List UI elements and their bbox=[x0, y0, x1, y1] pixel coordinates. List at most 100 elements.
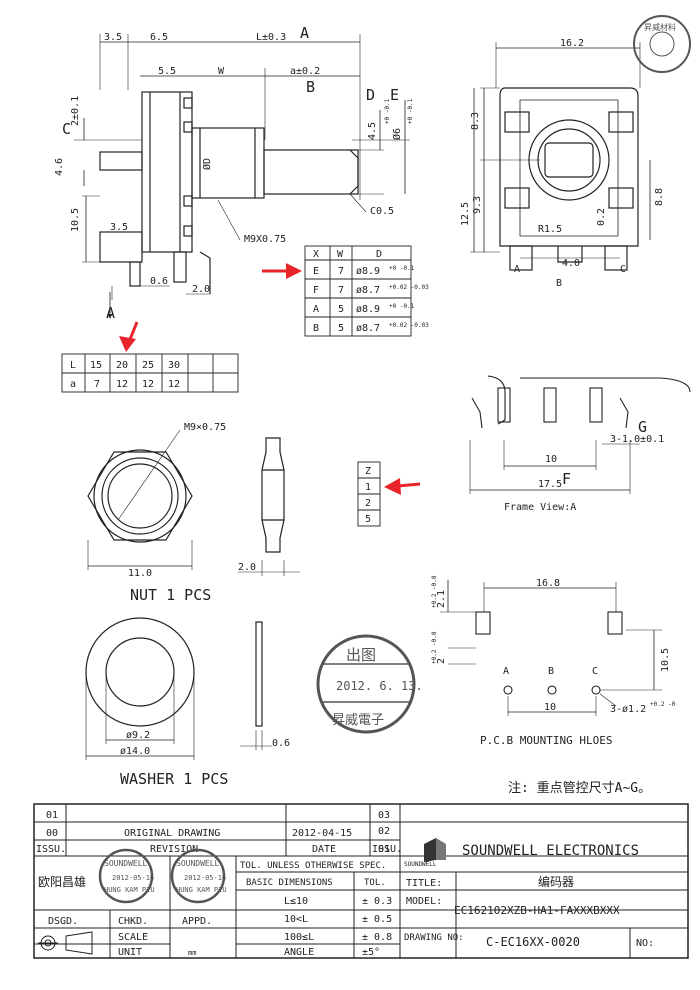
stamp-2-line: HUNG KAM PIU bbox=[176, 886, 227, 894]
red-arrow-icon bbox=[262, 263, 302, 279]
title-label: TITLE: bbox=[406, 878, 442, 889]
red-arrow-icon bbox=[119, 321, 139, 352]
label-e: E bbox=[390, 86, 399, 104]
dim-m9: M9X0.75 bbox=[244, 234, 286, 245]
date-header: DATE bbox=[312, 844, 336, 855]
dim-2: 2±0.1 bbox=[70, 96, 81, 126]
la-cell: 12 bbox=[168, 379, 180, 390]
z-cell: Z bbox=[365, 466, 371, 477]
stamp-2-line: SOUNDWELL bbox=[176, 859, 220, 868]
stamp-date: 2012. 6. 13. bbox=[336, 679, 423, 693]
stamp-bottom-text: 昇威電子 bbox=[332, 713, 384, 728]
la-table bbox=[61, 353, 239, 393]
pcb-pin-a: A bbox=[503, 666, 509, 677]
pin-b-label: B bbox=[556, 278, 562, 289]
dim-4-0: 4.0 bbox=[562, 258, 580, 269]
nut-labels: M9×0.75 11.0 2.0 NUT 1 PCS bbox=[128, 422, 256, 604]
label-d: D bbox=[366, 86, 375, 104]
tol-range: 10<L bbox=[284, 914, 308, 925]
washer-outer-dim: ø14.0 bbox=[120, 746, 150, 757]
dim-phi-6: Ø6 bbox=[391, 128, 403, 140]
dim-w: W bbox=[218, 66, 225, 77]
tol-phi-6: +0 -0.1 bbox=[407, 98, 414, 124]
chkd-label: CHKD. bbox=[118, 916, 148, 927]
stamp-2-line: 2012-05-16 bbox=[184, 874, 226, 882]
stamp-top-text: 出图 bbox=[346, 646, 376, 664]
nut-view bbox=[87, 429, 300, 576]
stamp-1-line: SOUNDWELL bbox=[104, 859, 148, 868]
la-cell: 30 bbox=[168, 360, 180, 371]
dim-6-5: 6.5 bbox=[150, 32, 168, 43]
dim-3-5-b: 3.5 bbox=[110, 222, 128, 233]
washer-inner-dim: ø9.2 bbox=[126, 730, 150, 741]
washer-title: WASHER 1 PCS bbox=[120, 770, 228, 788]
company-name: SOUNDWELL ELECTRONICS bbox=[462, 843, 639, 859]
pcb-dim-10: 10 bbox=[544, 702, 556, 713]
designer-name: 欧阳昌雄 bbox=[38, 874, 86, 889]
tol-value: ± 0.3 bbox=[362, 896, 392, 907]
xwd-cell: E bbox=[313, 266, 319, 277]
la-cell: 12 bbox=[142, 379, 154, 390]
label-f: F bbox=[562, 470, 571, 488]
red-arrow-icon bbox=[384, 478, 421, 495]
xwd-header-w: W bbox=[337, 249, 344, 260]
tol-range: ANGLE bbox=[284, 947, 314, 958]
washer-labels: ø9.2 ø14.0 0.6 WASHER 1 PCS bbox=[120, 730, 290, 788]
drawing-no-label: DRAWING NO: bbox=[404, 933, 464, 943]
dim-12-5: 12.5 bbox=[460, 202, 471, 226]
tol-pcb-2-1: +0.2 -0.0 bbox=[431, 575, 438, 608]
unit-label: UNIT bbox=[118, 947, 142, 958]
xwd-header-d: D bbox=[376, 249, 382, 260]
issu-header: ISSU. bbox=[36, 844, 66, 855]
la-cell: L bbox=[70, 360, 76, 371]
xwd-cell: F bbox=[313, 285, 319, 296]
pcb-view bbox=[440, 580, 662, 716]
dim-2-0: 2.0 bbox=[192, 284, 210, 295]
label-g: G bbox=[638, 418, 647, 436]
pcb-pin-c: C bbox=[592, 666, 598, 677]
dsgd-label: DSGD. bbox=[48, 916, 78, 927]
la-cell: 12 bbox=[116, 379, 128, 390]
encoder-dimension-labels: 3.5 6.5 L±0.3 A 5.5 W a±0.2 B D E C 2±0.… bbox=[54, 24, 403, 322]
tolerance-notes: +0 -0.1 +0 -0.1 +0.2 -0.0 +0.2 -0.0 +0.2… bbox=[384, 98, 676, 708]
encoder-side-view bbox=[74, 34, 410, 319]
dim-4-5: 4.5 bbox=[367, 122, 378, 140]
tol-value: ±5° bbox=[362, 947, 380, 958]
rev-description: ORIGINAL DRAWING bbox=[124, 828, 220, 839]
z-table-text: Z 1 2 5 bbox=[365, 466, 371, 525]
dim-l: L±0.3 bbox=[256, 32, 286, 43]
la-cell: 25 bbox=[142, 360, 154, 371]
la-cell: 20 bbox=[116, 360, 128, 371]
dim-4-6: 4.6 bbox=[54, 158, 65, 176]
frame-view bbox=[469, 375, 691, 494]
model-value: EC162102XZB-HA1-FAXXXBXXX bbox=[454, 904, 620, 917]
tol-4-5: +0 -0.1 bbox=[384, 98, 391, 124]
dim-g: 3-1.0±0.1 bbox=[610, 434, 664, 445]
tol-title: TOL. UNLESS OTHERWISE SPEC. bbox=[240, 861, 386, 871]
approval-stamp: SOUNDWELL 2012-05-16 HUNG KAM PIU bbox=[98, 848, 155, 904]
corner-stamp: 昇威材料 bbox=[633, 15, 691, 73]
nut-dim-2: 2.0 bbox=[238, 562, 256, 573]
stamp-1-line: 2012-05-16 bbox=[112, 874, 154, 882]
dim-8-8: 8.8 bbox=[654, 188, 665, 206]
dim-c0-5: C0.5 bbox=[370, 206, 394, 217]
dim-17-5: 17.5 bbox=[538, 479, 562, 490]
encoder-front-view bbox=[470, 42, 651, 271]
revision-header: REVISION bbox=[150, 844, 198, 855]
appd-label: APPD. bbox=[182, 916, 212, 927]
xwd-table bbox=[304, 245, 412, 337]
company-logo-icon bbox=[424, 838, 446, 862]
dim-10-5: 10.5 bbox=[70, 208, 81, 232]
rev-01-b: 01 bbox=[378, 844, 390, 855]
no-label: NO: bbox=[636, 938, 654, 949]
scale-label: SCALE bbox=[118, 932, 148, 943]
rev-02: 02 bbox=[378, 826, 390, 837]
la-cell: a bbox=[70, 379, 76, 390]
arrow-label-a: A bbox=[106, 304, 115, 322]
dim-9-3: 9.3 bbox=[472, 196, 483, 214]
dim-a: a±0.2 bbox=[290, 66, 320, 77]
rev-03: 03 bbox=[378, 810, 390, 821]
company-logo-text: SOUNDWELL bbox=[404, 861, 437, 868]
stamp-1-line: HUNG KAM PIU bbox=[104, 886, 155, 894]
dim-5-5: 5.5 bbox=[158, 66, 176, 77]
